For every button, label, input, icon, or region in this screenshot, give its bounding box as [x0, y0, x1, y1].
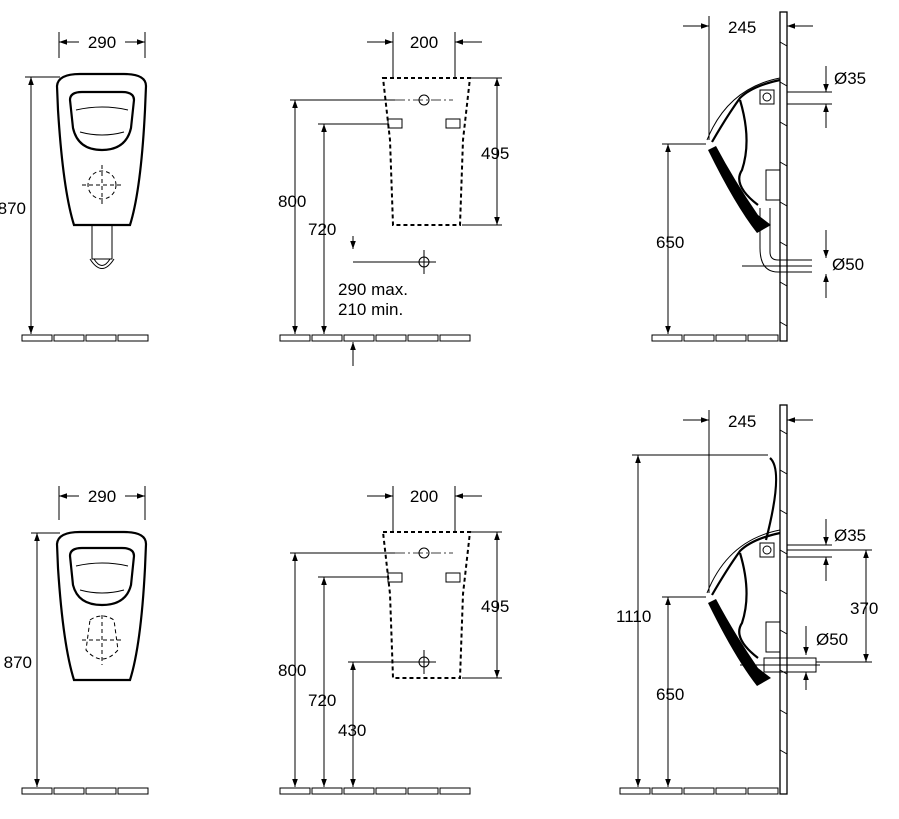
mounting-view-1: 200 495 800 720 290 max. 210 min.	[278, 32, 509, 366]
side-1-inlet-dia-label: Ø35	[834, 69, 866, 88]
front-2-width-label: 290	[88, 487, 116, 506]
side-view-2: 245 1110 650 Ø35 370 Ø50	[616, 404, 878, 795]
floor-tiles-3	[651, 334, 779, 342]
side-1-rim-height-label: 650	[656, 233, 684, 252]
front-view-1: 290 870	[0, 32, 149, 342]
side-2-total-height-label: 1110	[616, 607, 651, 626]
mount-2-depth-label: 495	[481, 597, 509, 616]
floor-tiles-4	[21, 787, 149, 795]
front-2-height-label: 870	[4, 653, 32, 672]
mount-1-height1-label: 800	[278, 192, 306, 211]
side-1-outlet-dia-label: Ø50	[832, 255, 864, 274]
mounting-view-2: 200 495 800 720 430	[278, 486, 509, 795]
floor-tiles-5	[279, 787, 471, 795]
mount-1-range-min: 210 min.	[338, 300, 403, 319]
floor-tiles-6	[619, 787, 779, 795]
floor-tiles-1	[21, 334, 149, 342]
side-2-outlet-dia-label: Ø50	[816, 630, 848, 649]
mount-1-height2-label: 720	[308, 220, 336, 239]
mount-1-depth-label: 495	[481, 144, 509, 163]
mount-2-height1-label: 800	[278, 661, 306, 680]
wall-2	[779, 404, 788, 795]
front-1-width-label: 290	[88, 33, 116, 52]
front-view-2: 290 870	[4, 486, 149, 795]
mount-1-width-label: 200	[410, 33, 438, 52]
mount-2-height2-label: 720	[308, 691, 336, 710]
side-1-depth-label: 245	[728, 18, 756, 37]
side-2-depth-label: 245	[728, 412, 756, 431]
side-2-rim-height-label: 650	[656, 685, 684, 704]
floor-tiles-2	[279, 334, 471, 342]
front-1-height-label: 870	[0, 199, 26, 218]
mount-1-range-max: 290 max.	[338, 280, 408, 299]
mount-2-width-label: 200	[410, 487, 438, 506]
wall-1	[779, 11, 788, 342]
side-2-inlet-dia-label: Ø35	[834, 526, 866, 545]
side-view-1: 245 650 Ø35 Ø50	[651, 11, 866, 342]
mount-2-outlet-height-label: 430	[338, 721, 366, 740]
side-2-inlet-to-outlet-label: 370	[850, 599, 878, 618]
